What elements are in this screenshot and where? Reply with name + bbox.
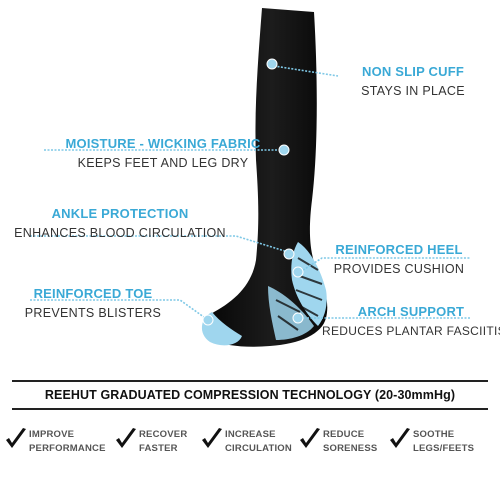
sock-arch-panel bbox=[268, 286, 314, 340]
benefit-text: REDUCE SORENESS bbox=[323, 428, 377, 456]
benefit-line1: SOOTHE bbox=[413, 429, 455, 440]
benefit-line1: REDUCE bbox=[323, 429, 365, 440]
callout-leaders bbox=[30, 65, 470, 321]
callout-ankle-protection: ANKLE PROTECTION ENHANCES BLOOD CIRCULAT… bbox=[8, 206, 232, 240]
checkmark-icon bbox=[300, 428, 320, 448]
benefit-item: INCREASE CIRCULATION bbox=[200, 424, 300, 464]
benefit-line2: FASTER bbox=[139, 443, 178, 454]
checkmark-icon bbox=[6, 428, 26, 448]
benefit-line2: PERFORMANCE bbox=[29, 443, 106, 454]
benefit-text: INCREASE CIRCULATION bbox=[225, 428, 292, 456]
callout-title: MOISTURE - WICKING FABRIC bbox=[65, 136, 261, 151]
sock-illustration bbox=[30, 8, 470, 347]
benefit-text: IMPROVE PERFORMANCE bbox=[29, 428, 106, 456]
technology-title: REEHUT GRADUATED COMPRESSION TECHNOLOGY … bbox=[44, 388, 456, 402]
callout-subtitle: PROVIDES CUSHION bbox=[333, 262, 465, 276]
callout-reinforced-heel: REINFORCED HEEL PROVIDES CUSHION bbox=[324, 242, 474, 276]
callout-title: REINFORCED HEEL bbox=[335, 242, 463, 257]
benefits-row: IMPROVE PERFORMANCE RECOVER FASTER INCRE… bbox=[4, 424, 498, 464]
benefit-item: RECOVER FASTER bbox=[114, 424, 204, 464]
checkmark-icon bbox=[202, 428, 222, 448]
callout-subtitle: ENHANCES BLOOD CIRCULATION bbox=[14, 226, 226, 240]
checkmark-icon bbox=[116, 428, 136, 448]
benefit-text: RECOVER FASTER bbox=[139, 428, 187, 456]
callout-title: ARCH SUPPORT bbox=[357, 304, 465, 319]
sock-heel-panel bbox=[291, 242, 327, 326]
callout-subtitle: REDUCES PLANTAR FASCIITIS bbox=[322, 324, 500, 338]
benefit-text: SOOTHE LEGS/FEETS bbox=[413, 428, 474, 456]
callout-moisture-wicking: MOISTURE - WICKING FABRIC KEEPS FEET AND… bbox=[48, 136, 278, 170]
callout-dots bbox=[202, 58, 304, 326]
callout-subtitle: STAYS IN PLACE bbox=[361, 84, 465, 98]
benefit-line2: SORENESS bbox=[323, 443, 378, 454]
bottom-divider bbox=[12, 408, 488, 410]
callout-title: NON SLIP CUFF bbox=[361, 64, 465, 79]
callout-subtitle: PREVENTS BLISTERS bbox=[24, 306, 162, 320]
benefit-item: SOOTHE LEGS/FEETS bbox=[388, 424, 498, 464]
callout-title: ANKLE PROTECTION bbox=[51, 206, 189, 221]
callout-subtitle: KEEPS FEET AND LEG DRY bbox=[77, 156, 249, 170]
benefit-line2: CIRCULATION bbox=[225, 443, 292, 454]
callout-arch-support: ARCH SUPPORT REDUCES PLANTAR FASCIITIS bbox=[322, 304, 500, 338]
benefit-item: REDUCE SORENESS bbox=[298, 424, 394, 464]
callout-title: REINFORCED TOE bbox=[33, 286, 153, 301]
top-divider bbox=[12, 380, 488, 382]
benefit-line2: LEGS/FEETS bbox=[413, 443, 475, 454]
benefit-line1: IMPROVE bbox=[29, 429, 75, 440]
callout-non-slip-cuff: NON SLIP CUFF STAYS IN PLACE bbox=[338, 64, 488, 98]
benefit-line1: RECOVER bbox=[139, 429, 188, 440]
callout-reinforced-toe: REINFORCED TOE PREVENTS BLISTERS bbox=[18, 286, 168, 320]
benefit-item: IMPROVE PERFORMANCE bbox=[4, 424, 106, 464]
checkmark-icon bbox=[390, 428, 410, 448]
benefit-line1: INCREASE bbox=[225, 429, 276, 440]
